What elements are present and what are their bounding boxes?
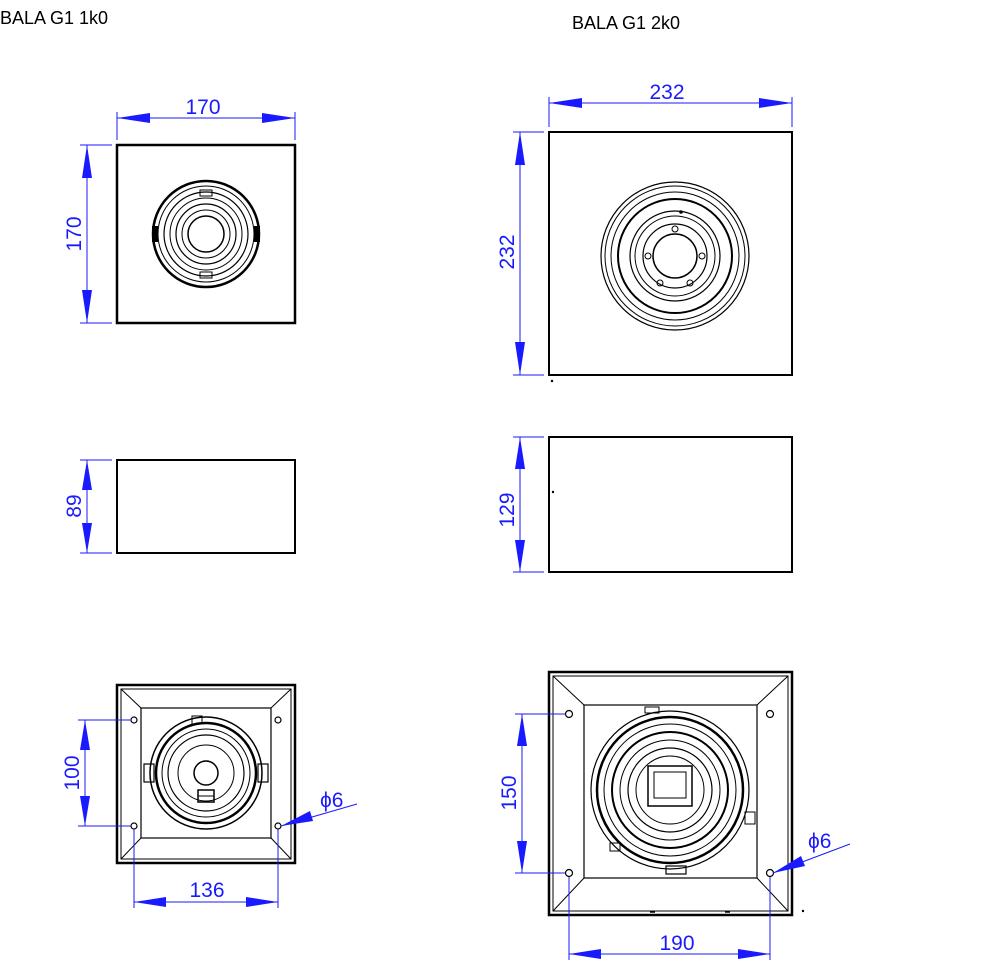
small-side-outline	[116, 459, 296, 554]
large-hole-diameter-callout: ϕ6	[772, 830, 851, 874]
small-top-width-label: 170	[185, 96, 220, 119]
large-top-width-dimension: 232	[548, 81, 793, 127]
small-top-width-dimension: 170	[116, 96, 296, 140]
large-side-height-dimension: 129	[496, 436, 544, 573]
small-top-view	[115, 143, 297, 325]
small-mount-hole	[130, 716, 138, 724]
small-bottom-view	[115, 683, 297, 865]
small-top-height-dimension: 170	[63, 144, 112, 324]
large-side-height-label: 129	[496, 492, 519, 527]
large-top-height-label: 232	[496, 234, 519, 269]
large-side-outline	[548, 436, 793, 573]
large-bottom-horizontal-label: 190	[659, 932, 694, 955]
large-mount-hole	[765, 709, 775, 719]
small-bottom-horizontal-dimension: 136	[133, 829, 279, 908]
large-mount-hole	[564, 709, 574, 719]
small-mount-hole	[274, 716, 282, 724]
large-bottom-vertical-dimension: 150	[498, 713, 565, 874]
large-mount-hole	[564, 868, 574, 878]
large-top-height-dimension: 232	[496, 131, 544, 376]
small-mount-hole	[274, 822, 282, 830]
large-top-width-label: 232	[649, 81, 684, 104]
small-side-height-dimension: 89	[63, 459, 112, 554]
small-bottom-vertical-dimension: 100	[61, 719, 131, 827]
small-mount-hole	[130, 822, 138, 830]
small-bottom-vertical-label: 100	[61, 755, 84, 790]
large-bottom-horizontal-dimension: 190	[568, 877, 771, 960]
large-mount-hole	[765, 868, 775, 878]
small-top-height-label: 170	[63, 216, 86, 251]
title-large: BALA G1 2k0	[572, 13, 680, 33]
large-bottom-view	[547, 670, 805, 917]
small-hole-diameter-label: ϕ6	[320, 789, 343, 812]
title-small: BALA G1 1k0	[0, 8, 108, 28]
small-hole-diameter-callout: ϕ6	[280, 789, 358, 827]
small-top-outline	[115, 143, 297, 325]
large-hole-diameter-label: ϕ6	[808, 830, 831, 853]
large-top-view	[548, 131, 793, 383]
small-side-height-label: 89	[63, 494, 86, 517]
small-bottom-horizontal-label: 136	[189, 879, 224, 902]
large-bottom-vertical-label: 150	[498, 775, 521, 810]
